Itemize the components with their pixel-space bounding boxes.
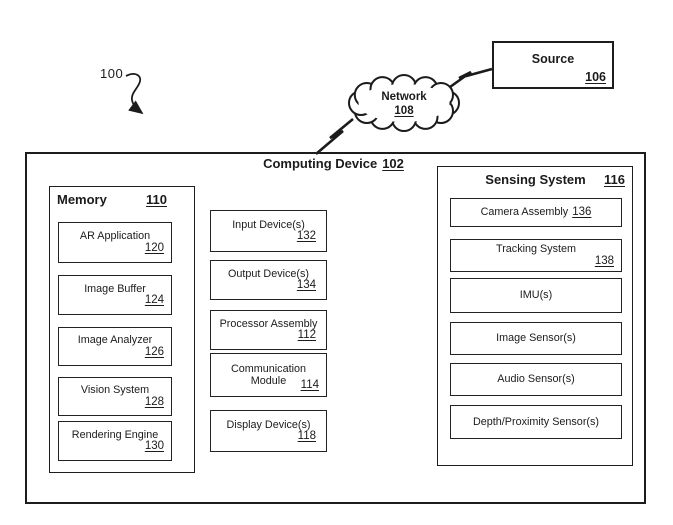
component-communication-module: Communication Module 114 [210, 353, 327, 397]
network-ref: 108 [394, 105, 414, 117]
sensing-item-depth-proximity-sensors: Depth/Proximity Sensor(s) [450, 405, 622, 439]
sensing-system-label: Sensing System [485, 172, 586, 187]
lightning-bolt-icon [315, 117, 354, 155]
sensing-item-image-sensors: Image Sensor(s) [450, 322, 622, 355]
figure-number-label: 100 [100, 66, 124, 81]
curved-arrow-icon [125, 73, 144, 115]
component-processor-assembly: Processor Assembly 112 [210, 310, 327, 350]
component-input-devices: Input Device(s) 132 [210, 210, 327, 252]
sensing-item-tracking-system: Tracking System 138 [450, 239, 622, 272]
memory-ref: 110 [146, 192, 167, 207]
network-label: Network [381, 91, 427, 103]
computing-device-title: Computing Device 102 [25, 156, 642, 171]
sensing-item-camera-assembly: Camera Assembly 136 [450, 198, 622, 227]
memory-item-rendering-engine: Rendering Engine 130 [58, 421, 172, 461]
computing-device-ref: 102 [382, 156, 404, 171]
memory-item-ar-application: AR Application 120 [58, 222, 172, 263]
component-output-devices: Output Device(s) 134 [210, 260, 327, 300]
sensing-system-ref: 116 [604, 172, 625, 187]
memory-label: Memory [57, 192, 107, 207]
memory-item-image-analyzer: Image Analyzer 126 [58, 327, 172, 366]
memory-header: Memory 110 [50, 187, 194, 207]
source-node: Source 106 [492, 41, 614, 89]
memory-item-image-buffer: Image Buffer 124 [58, 275, 172, 315]
memory-item-vision-system: Vision System 128 [58, 377, 172, 416]
sensing-item-audio-sensors: Audio Sensor(s) [450, 363, 622, 396]
source-label: Source [531, 52, 575, 66]
lightning-bolt-icon [449, 67, 493, 89]
sensing-system-header: Sensing System 116 [438, 167, 632, 187]
cloud-icon [348, 74, 460, 132]
source-ref: 106 [585, 70, 606, 84]
sensing-item-imus: IMU(s) [450, 278, 622, 313]
computing-device-label: Computing Device [263, 156, 378, 171]
component-display-devices: Display Device(s) 118 [210, 410, 327, 452]
